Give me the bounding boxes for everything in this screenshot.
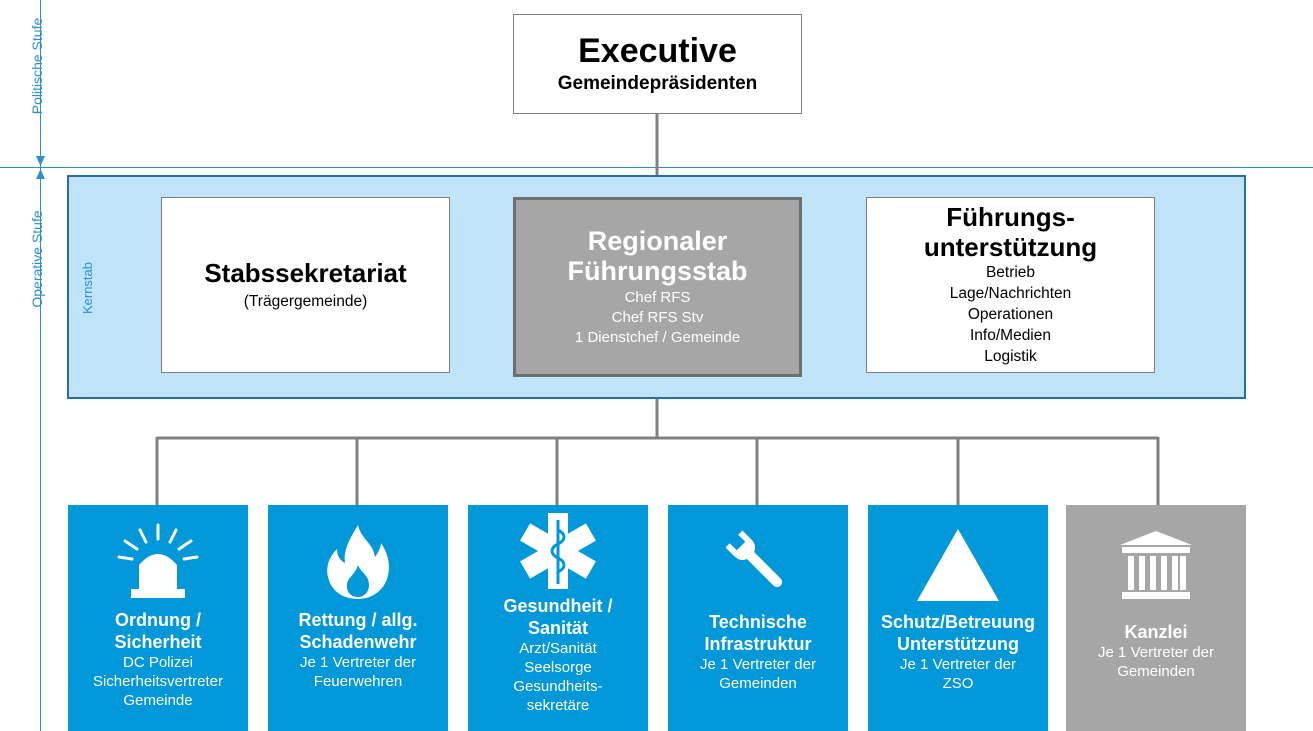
rfs-box: Regionaler Führungsstab Chef RFS Chef RF… [513,197,802,377]
unit-title: Kanzlei [1124,622,1188,642]
unit-title: Schutz/Betreuung [880,612,1035,632]
unit-title: Infrastruktur [704,634,812,654]
fire-icon [268,513,448,609]
unit-title: Ordnung / [115,610,201,630]
rfs-title-line1: Regionaler [587,226,728,256]
unit-detail: Je 1 Vertreter der [700,656,816,673]
unit-schutz-betreuung: Schutz/Betreuung Unterstützung Je 1 Vert… [868,505,1048,731]
stabssekretariat-subtitle: (Trägergemeinde) [243,293,368,310]
rfs-member: 1 Dienstchef / Gemeinde [574,329,741,346]
unit-detail: Gemeinde [123,692,193,709]
unit-technische-infrastruktur: Technische Infrastruktur Je 1 Vertreter … [668,505,848,731]
fu-item: Logistik [984,348,1037,365]
wrench-icon [668,515,848,611]
unit-detail: Je 1 Vertreter der [900,656,1016,673]
fu-item: Info/Medien [970,327,1051,344]
unit-ordnung-sicherheit: Ordnung / Sicherheit DC Polizei Sicherhe… [68,505,248,731]
unit-rettung-schadenwehr: Rettung / allg. Schadenwehr Je 1 Vertret… [268,505,448,731]
fuehrungsunterstuetzung-box: Führungs- unterstützung Betrieb Lage/Nac… [866,197,1155,373]
unit-title: Technische [709,612,807,632]
building-icon [1066,517,1246,613]
kernstab-label: Kernstab [80,261,95,315]
unit-detail: Sicherheitsvertreter [92,673,224,690]
unit-detail: Feuerwehren [313,673,403,690]
fu-title-line2: unterstützung [923,232,1098,262]
unit-title: Unterstützung [897,634,1019,654]
unit-title: Schadenwehr [299,632,417,652]
unit-detail: Je 1 Vertreter der [1098,644,1214,661]
siren-icon [68,513,248,609]
unit-kanzlei: Kanzlei Je 1 Vertreter der Gemeinden [1066,505,1246,731]
level-label-political: Politische Stufe [29,17,45,115]
unit-title: Sanität [527,618,588,638]
fu-title-line1: Führungs- [946,202,1075,232]
unit-title: Sicherheit [114,632,202,652]
fu-item: Lage/Nachrichten [949,285,1072,302]
executive-subtitle: Gemeindepräsidenten [557,73,758,94]
fu-item: Betrieb [985,264,1036,281]
unit-detail: Gemeinden [719,675,797,692]
unit-detail: Seelsorge [524,659,592,676]
stabssekretariat-box: Stabssekretariat (Trägergemeinde) [161,197,450,373]
rfs-member: Chef RFS Stv [611,309,704,326]
unit-detail: sekretäre [526,697,590,714]
level-label-operative: Operative Stufe [29,210,45,308]
triangle-icon [868,515,1048,611]
unit-detail: Je 1 Vertreter der [300,654,416,671]
executive-title: Executive [578,32,737,70]
executive-box: Executive Gemeindepräsidenten [513,14,802,114]
unit-gesundheit-sanitaet: Gesundheit / Sanität Arzt/Sanität Seelso… [468,505,648,731]
rfs-title-line2: Führungsstab [567,256,748,286]
stabssekretariat-title: Stabssekretariat [204,258,407,288]
rfs-member: Chef RFS [624,289,691,306]
fu-item: Operationen [967,306,1054,323]
unit-detail: Gesundheits- [513,678,603,695]
unit-detail: Gemeinden [1117,663,1195,680]
unit-detail: DC Polizei [122,654,194,671]
unit-title: Rettung / allg. [298,610,418,630]
star-of-life-icon [468,507,648,595]
unit-detail: ZSO [942,675,974,692]
unit-detail: Arzt/Sanität [519,640,597,657]
unit-title: Gesundheit / [503,596,613,616]
